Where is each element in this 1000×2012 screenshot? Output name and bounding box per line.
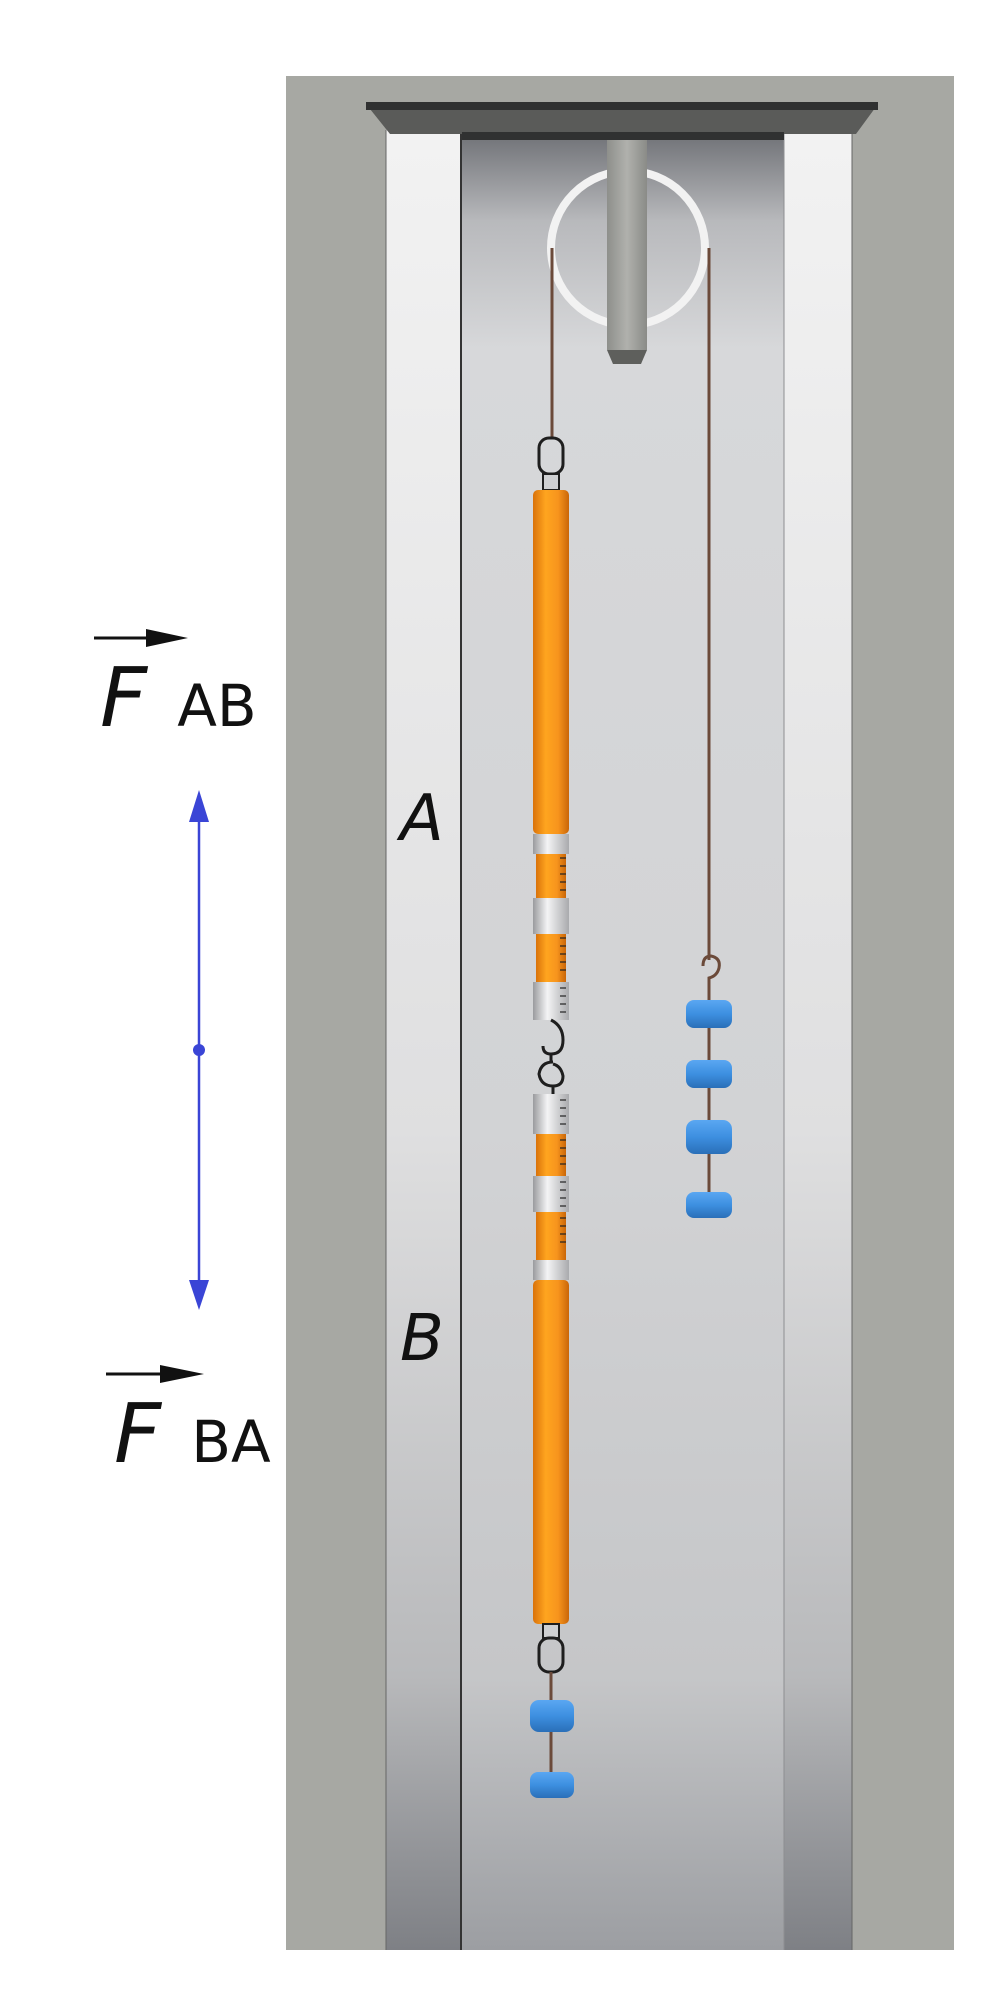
top-bracket (366, 102, 878, 140)
weight-icon (686, 1120, 732, 1154)
arrowhead-down (189, 1280, 209, 1310)
label-spring-a: A (396, 782, 444, 856)
rope (550, 248, 711, 960)
weights-lower (530, 1700, 574, 1798)
arrowhead-up (189, 790, 209, 822)
svg-text:F BA: F BA (114, 1387, 271, 1482)
force-ba-symbol: F (114, 1387, 163, 1482)
spring-scale-a (533, 490, 569, 1020)
force-ab-subscript: AB (177, 672, 256, 740)
label-spring-b: B (400, 1302, 444, 1376)
weight-icon (686, 1060, 732, 1088)
svg-text:F AB: F AB (100, 651, 257, 746)
force-label-ba: F BA (106, 1365, 271, 1482)
weight-icon (686, 1000, 732, 1028)
force-ab-symbol: F (100, 651, 149, 746)
weights-right (686, 1000, 732, 1218)
force-label-ab: F AB (94, 629, 257, 746)
hook-icon (537, 436, 565, 491)
weight-icon (530, 1772, 574, 1798)
force-origin-dot (193, 1044, 205, 1056)
spring-scale-b (533, 1094, 569, 1624)
weight-icon (530, 1700, 574, 1732)
force-pair-arrow (189, 790, 209, 1310)
weight-icon (686, 1192, 732, 1218)
hook-icon (701, 954, 721, 1006)
force-ba-subscript: BA (191, 1408, 271, 1476)
hook-connector (537, 1018, 565, 1094)
frame (286, 76, 954, 1950)
